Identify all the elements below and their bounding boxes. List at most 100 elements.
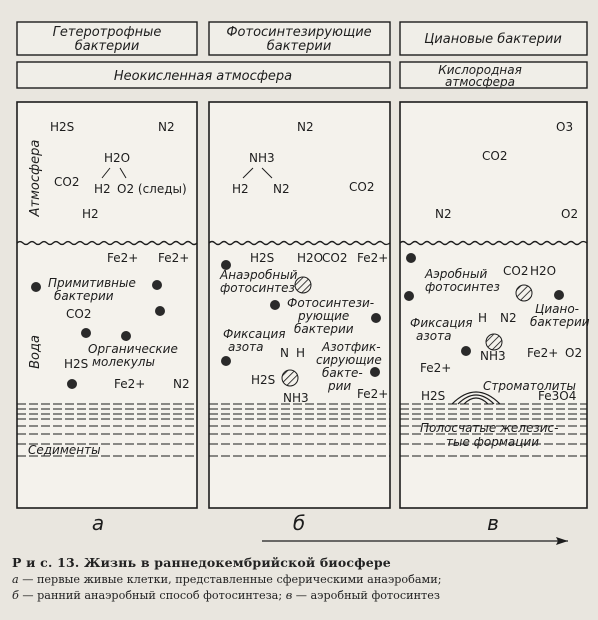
b-n2: N2	[273, 182, 290, 196]
a-arrow-left	[101, 167, 111, 179]
a-primitive-2: бактерии	[54, 289, 114, 303]
b-bacterium	[221, 356, 231, 366]
c-o2-mid: O2	[565, 346, 582, 360]
a-arrow-right	[119, 167, 127, 179]
panel-a-frame	[16, 101, 198, 509]
c-fe3o4: Fe3O4	[538, 389, 576, 403]
b-h2o: H2O	[297, 251, 323, 265]
oxygen-atmosphere-label-1: Кислородная	[438, 63, 522, 77]
c-cyano-1: Циано-	[535, 302, 579, 316]
c-co2: CO2	[482, 149, 507, 163]
c-fixation-1: Фиксация	[410, 316, 473, 330]
header-cyanobacteria-text: Циановые бактерии	[424, 32, 562, 47]
header-cyanobacteria: Циановые бактерии	[399, 21, 588, 56]
caption-text-b: — ранний анаэробный способ фотосинтеза;	[18, 589, 286, 602]
a-co2: CO2	[54, 175, 79, 189]
oxygen-atmosphere-box	[399, 61, 588, 89]
panel-a-content: H2S N2 H2O CO2 H2 O2 (следы) H2 Fe2+ Fe2…	[31, 120, 190, 391]
c-n2-mid: N2	[500, 311, 517, 325]
a-h2s: H2S	[50, 120, 74, 134]
a-bacterium	[67, 379, 77, 389]
b-n: N	[280, 346, 289, 360]
side-label-water: Вода	[28, 335, 43, 369]
c-cyano-2: бактерии	[530, 315, 590, 329]
b-bacterium	[371, 313, 381, 323]
caption-line-2: б — ранний анаэробный способ фотосинтеза…	[12, 589, 592, 602]
a-o2-traces: O2 (следы)	[117, 182, 187, 196]
c-stromatolites: Строматолиты	[483, 379, 576, 393]
b-photosynth-bact-1: Фотосинтези-	[287, 296, 374, 310]
c-banded-1: Полосчатые железис-	[420, 421, 558, 435]
non-oxidized-atmosphere-label: Неокисленная атмосфера	[114, 69, 292, 84]
b-anaerobic-1: Анаэробный	[219, 268, 298, 282]
side-label-sediments: Седименты	[28, 443, 101, 457]
a-h2: H2	[94, 182, 111, 196]
caption-line-1: а — первые живые клетки, представленные …	[12, 573, 592, 586]
c-h: H	[478, 311, 487, 325]
stromatolite-arcs	[451, 391, 501, 405]
a-n2: N2	[158, 120, 175, 134]
b-nh3: NH3	[249, 151, 275, 165]
a-fe-left: Fe2+	[107, 251, 138, 265]
c-bacterium	[404, 291, 414, 301]
oxygen-atmosphere-label-2: атмосфера	[445, 75, 515, 89]
b-arrow-right	[261, 167, 273, 179]
c-h2o: H2O	[530, 264, 556, 278]
b-photosynth-bact-3: бактерии	[294, 322, 354, 336]
b-photosynth-bact-2: рующие	[297, 309, 349, 323]
b-h: H	[296, 346, 305, 360]
a-fe-low: Fe2+	[114, 377, 145, 391]
figure-caption: Р и с. 13. Жизнь в раннедокембрийской би…	[12, 555, 592, 602]
b-fe-low: Fe2+	[357, 387, 388, 401]
a-bacterium	[152, 280, 162, 290]
time-arrow-head	[556, 537, 568, 545]
c-hatched-bacterium	[485, 333, 503, 351]
b-h2s-low: H2S	[251, 373, 275, 387]
a-bacterium	[81, 328, 91, 338]
b-azofix-3: бакте-	[322, 366, 363, 380]
b-azofix-4: рии	[327, 379, 351, 393]
c-aerobic-2: фотосинтез	[425, 280, 500, 294]
b-hatched-bacterium	[281, 369, 299, 387]
b-fe-right: Fe2+	[357, 251, 388, 265]
caption-letter-b: б	[12, 589, 19, 602]
a-bacterium	[121, 331, 131, 341]
panel-letter-c: в	[487, 511, 499, 535]
side-label-atmosphere: Атмосфера	[28, 140, 43, 218]
c-o3: O3	[556, 120, 573, 134]
a-h2s-water: H2S	[64, 357, 88, 371]
b-anaerobic-2: фотосинтез	[220, 281, 295, 295]
b-fixation-2: азота	[228, 340, 263, 354]
panel-c-frame	[399, 101, 588, 509]
c-h2s-low: H2S	[421, 389, 445, 403]
b-h2: H2	[232, 182, 249, 196]
panel-c-content: O3 CO2 N2 O2 Аэробный фотосинтез CO2 H2O…	[404, 120, 590, 449]
sediment-lines	[17, 403, 587, 457]
water-surface-lines	[16, 240, 588, 246]
caption-letter-c: в	[285, 589, 293, 602]
caption-title: Р и с. 13. Жизнь в раннедокембрийской би…	[12, 555, 391, 570]
c-banded-2: тые формации	[446, 435, 539, 449]
c-fixation-2: азота	[416, 329, 451, 343]
b-h2s: H2S	[250, 251, 274, 265]
a-bacterium	[155, 306, 165, 316]
b-arrow-left	[242, 167, 254, 179]
a-organic-2: молекулы	[92, 355, 155, 369]
header-photosynthesizing-line2: бактерии	[267, 39, 332, 54]
header-heterotrophic-line2: бактерии	[75, 39, 140, 54]
b-fixation-1: Фиксация	[223, 327, 286, 341]
b-bacterium	[270, 300, 280, 310]
panel-letter-b: б	[293, 511, 305, 535]
a-organic-1: Органические	[88, 342, 178, 356]
c-bacterium	[554, 290, 564, 300]
panel-b-content: N2 NH3 H2 N2 CO2 H2S H2O CO2 Fe2+ Анаэро…	[219, 120, 388, 405]
caption-text-c: — аэробный фотосинтез	[292, 589, 440, 602]
c-o2: O2	[561, 207, 578, 221]
a-n2-water: N2	[173, 377, 190, 391]
header-photosynthesizing-line1: Фотосинтезирующие	[226, 25, 371, 40]
b-nh3-low: NH3	[283, 391, 309, 405]
c-fe-mid: Fe2+	[527, 346, 558, 360]
